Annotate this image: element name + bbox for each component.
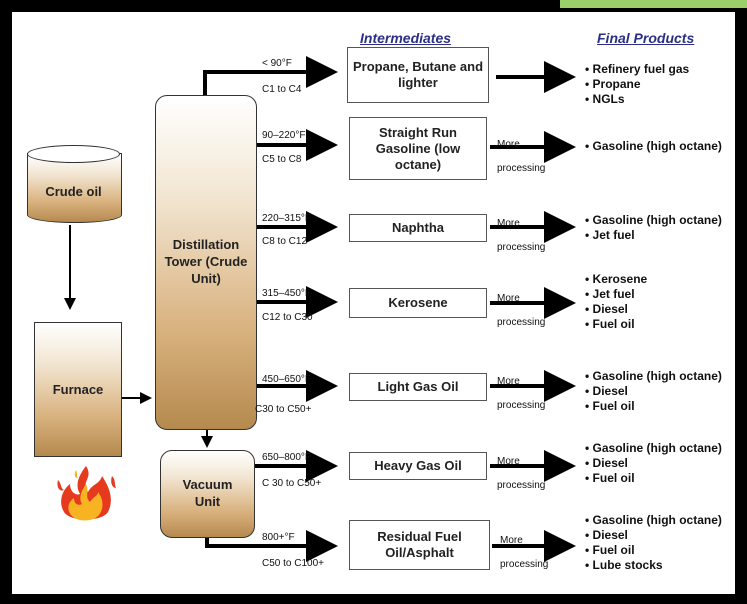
flame-icon — [57, 466, 116, 521]
intermediate-box: Straight Run Gasoline (low octane) — [349, 117, 487, 180]
product-item: • Fuel oil — [585, 471, 635, 485]
crude-oil-tank-body — [27, 153, 122, 223]
product-item: • Gasoline (high octane) — [585, 213, 722, 227]
crude-oil-tank: Crude oil — [27, 145, 122, 225]
product-item: • Diesel — [585, 302, 628, 316]
intermediate-box: Naphtha — [349, 214, 487, 242]
product-item: • Gasoline (high octane) — [585, 369, 722, 383]
corner-accent — [560, 0, 747, 8]
product-item: • Kerosene — [585, 272, 648, 286]
intermediate-label: Residual Fuel Oil/Asphalt — [377, 529, 462, 560]
temp-label: 450–650°F — [262, 374, 312, 385]
carbon-range-label: C12 to C30 — [262, 312, 313, 323]
intermediate-label: Kerosene — [388, 295, 448, 310]
header-intermediates: Intermediates — [360, 30, 452, 46]
header-final-products: Final Products — [597, 30, 695, 46]
product-item: • Diesel — [585, 456, 628, 470]
product-item: • Fuel oil — [585, 399, 635, 413]
distillation-tower: Distillation Tower (Crude Unit) — [155, 95, 257, 430]
product-item: • Refinery fuel gas — [585, 62, 690, 76]
product-item: • Gasoline (high octane) — [585, 513, 722, 527]
process-note: More processing — [500, 535, 549, 570]
intermediate-box: Propane, Butane and lighter — [347, 47, 489, 103]
temp-label: 315–450°F — [262, 288, 312, 299]
product-item: • Diesel — [585, 528, 628, 542]
product-item: • Diesel — [585, 384, 628, 398]
product-list: • Kerosene • Jet fuel • Diesel • Fuel oi… — [585, 272, 647, 332]
intermediate-box: Kerosene — [349, 288, 487, 318]
process-note: More processing — [497, 293, 546, 328]
product-item: • Gasoline (high octane) — [585, 139, 722, 153]
temp-label: 650–800°F — [262, 452, 312, 463]
product-item: • NGLs — [585, 92, 625, 106]
product-list: • Gasoline (high octane) • Jet fuel — [585, 213, 722, 243]
temp-label: 220–315°F — [262, 213, 312, 224]
product-item: • Gasoline (high octane) — [585, 441, 722, 455]
arrow-fraction-1 — [203, 56, 338, 95]
arrow-fraction-7 — [205, 530, 338, 562]
product-list: • Gasoline (high octane) • Diesel • Fuel… — [585, 513, 722, 573]
product-list: • Refinery fuel gas • Propane • NGLs — [585, 62, 689, 107]
product-list: • Gasoline (high octane) — [585, 139, 722, 154]
vacuum-unit: Vacuum Unit — [160, 450, 255, 538]
process-note: More processing — [497, 218, 546, 253]
crude-oil-tank-top — [27, 145, 120, 163]
intermediate-label: Heavy Gas Oil — [374, 458, 462, 473]
intermediate-box: Heavy Gas Oil — [349, 452, 487, 480]
product-list: • Gasoline (high octane) • Diesel • Fuel… — [585, 441, 722, 486]
process-note: More processing — [497, 456, 546, 491]
carbon-range-label: C1 to C4 — [262, 84, 302, 95]
vacuum-unit-label: Vacuum Unit — [182, 477, 233, 509]
intermediate-label: Straight Run Gasoline (low octane) — [375, 124, 461, 172]
intermediate-label: Naphtha — [392, 220, 444, 235]
intermediate-label: Light Gas Oil — [377, 379, 459, 394]
carbon-range-label: C 30 to C50+ — [262, 478, 322, 489]
intermediate-box: Light Gas Oil — [349, 373, 487, 401]
temp-label: < 90°F — [262, 58, 292, 69]
temp-label: 800+°F — [262, 532, 295, 543]
product-item: • Jet fuel — [585, 287, 635, 301]
furnace-box: Furnace — [34, 322, 122, 457]
crude-oil-label: Crude oil — [45, 184, 102, 199]
intermediate-label: Propane, Butane and lighter — [352, 59, 484, 90]
process-note: More processing — [497, 376, 546, 411]
product-item: • Fuel oil — [585, 317, 635, 331]
carbon-range-label: C50 to C100+ — [262, 558, 324, 569]
carbon-range-label: C8 to C12 — [262, 236, 308, 247]
distillation-tower-label: Distillation Tower (Crude Unit) — [164, 237, 248, 286]
process-note: More processing — [497, 139, 546, 174]
product-item: • Lube stocks — [585, 558, 663, 572]
intermediate-box: Residual Fuel Oil/Asphalt — [349, 520, 490, 570]
product-item: • Fuel oil — [585, 543, 635, 557]
furnace-label: Furnace — [52, 382, 104, 397]
product-list: • Gasoline (high octane) • Diesel • Fuel… — [585, 369, 722, 414]
temp-label: 90–220°F — [262, 130, 306, 141]
carbon-range-label: C30 to C50+ — [255, 404, 312, 415]
carbon-range-label: C5 to C8 — [262, 154, 302, 165]
product-item: • Propane — [585, 77, 641, 91]
product-item: • Jet fuel — [585, 228, 635, 242]
